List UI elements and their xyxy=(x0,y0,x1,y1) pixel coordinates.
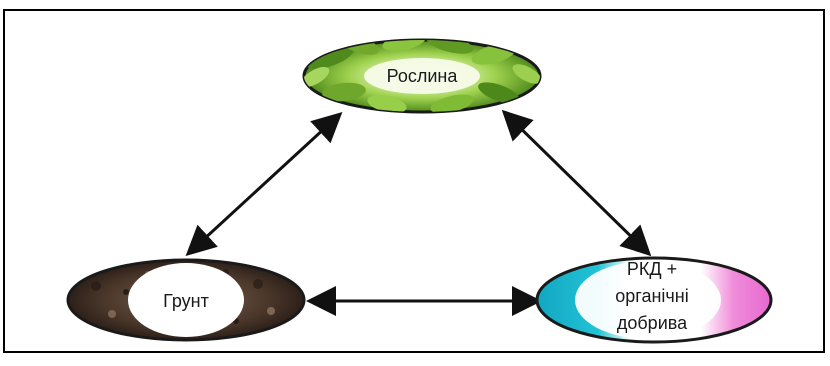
plant-label: Рослина xyxy=(387,66,459,86)
fertilizer-line-1: РКД + xyxy=(627,259,677,279)
soil-node[interactable]: Грунт xyxy=(68,260,304,340)
fertilizer-node[interactable]: РКД + органічні добрива xyxy=(537,258,771,342)
soil-label: Грунт xyxy=(163,291,209,311)
fertilizer-line-3: добрива xyxy=(617,313,688,333)
fertilizer-line-2: органічні xyxy=(615,286,688,306)
